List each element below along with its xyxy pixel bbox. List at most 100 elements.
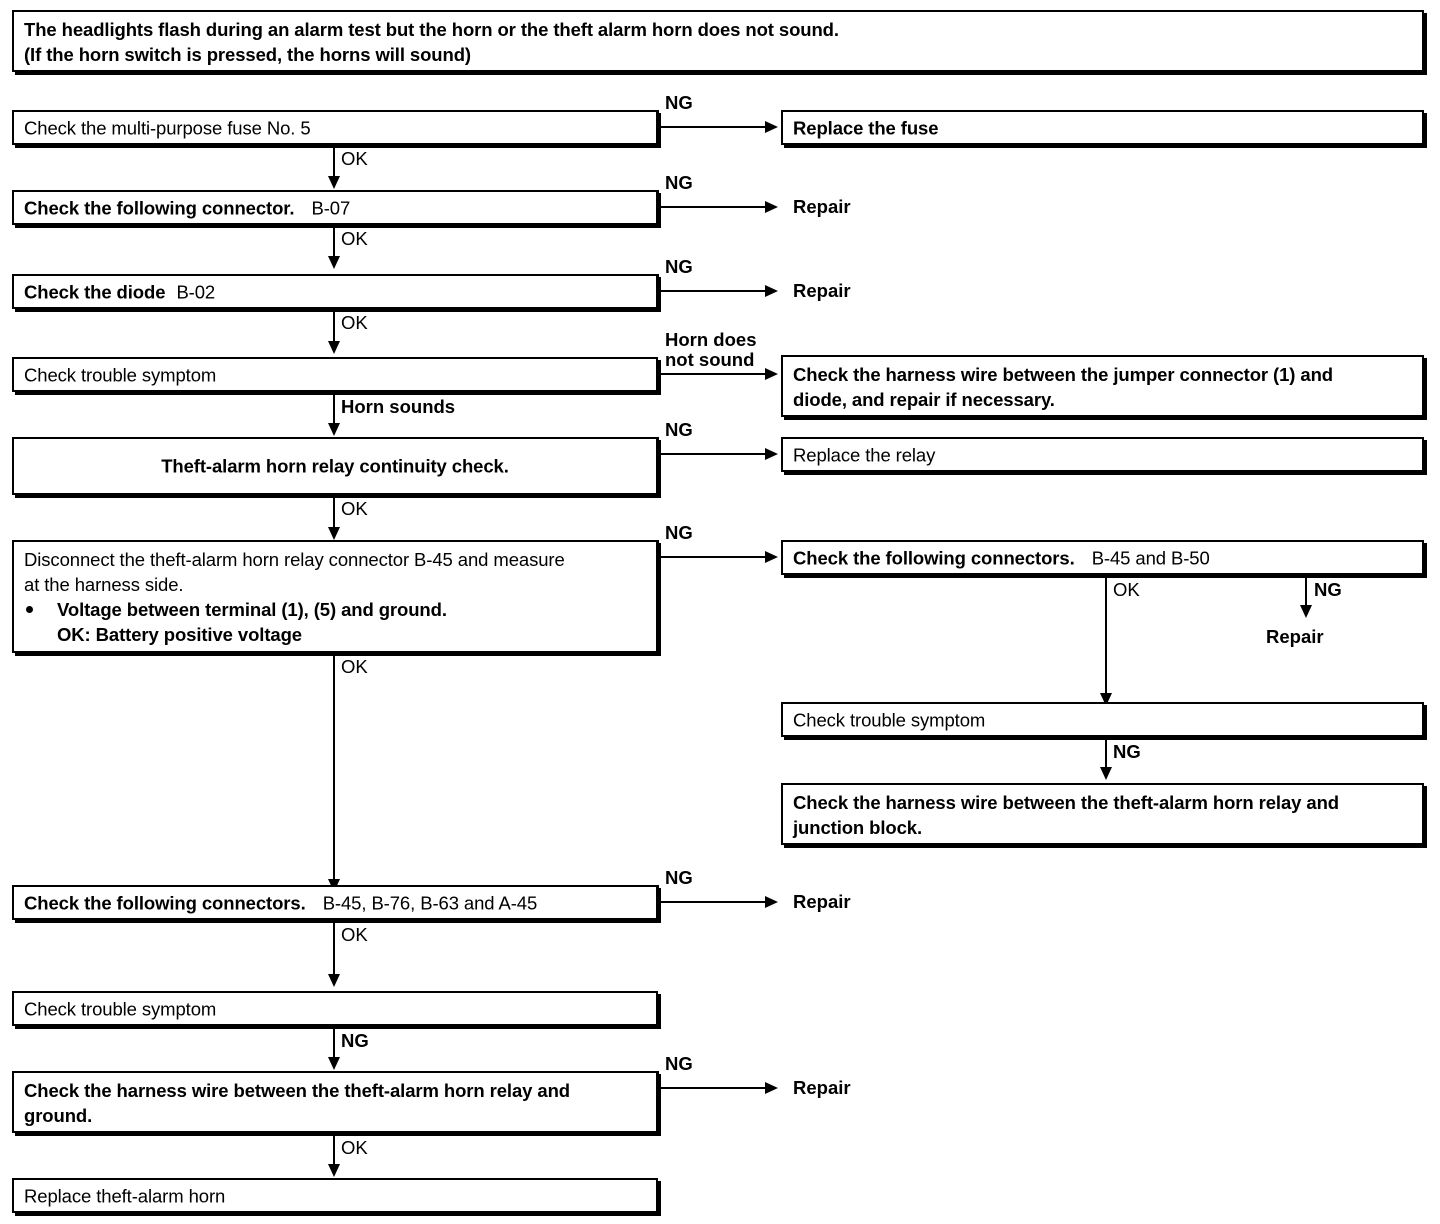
edge-diode-ok-arrow (327, 341, 340, 354)
box-check-connectors-b45-b50-label: Check the following connectors. (793, 547, 1075, 568)
edge-b07-ok-arrow (327, 256, 340, 269)
edge-symptom2-ng-arrow (1099, 767, 1112, 780)
box-check-connector-b07[interactable]: Check the following connector. B-07 (12, 190, 658, 225)
box-check-harness-jumper-l2: diode, and repair if necessary. (793, 389, 1055, 410)
box-relay-continuity-check[interactable]: Theft-alarm horn relay continuity check. (12, 437, 658, 495)
edge-symptom1-nosound-line (658, 373, 765, 375)
terminal-repair-5: Repair (793, 1077, 851, 1098)
edge-label-ng-diode: NG (665, 256, 693, 277)
box-check-trouble-symptom-3-label: Check trouble symptom (24, 998, 217, 1019)
box-check-connectors-b45-b50[interactable]: Check the following connectors. B-45 and… (781, 540, 1424, 575)
box-check-connector-b07-value: B-07 (311, 197, 351, 218)
edge-multi-ng-arrow (765, 895, 778, 908)
box-check-diode[interactable]: Check the diode B-02 (12, 274, 658, 309)
edge-multi-ng-line (657, 901, 765, 903)
box-check-fuse[interactable]: Check the multi-purpose fuse No. 5 (12, 110, 658, 145)
box-check-trouble-symptom-2-label: Check trouble symptom (793, 709, 986, 730)
edge-fuse-ok-arrow (327, 176, 340, 189)
edge-relay-ok-line (333, 495, 335, 529)
box-disconnect-ok-criteria: OK: Battery positive voltage (57, 624, 302, 645)
box-check-harness-jumper[interactable]: Check the harness wire between the jumpe… (781, 355, 1424, 417)
edge-diode-ok-line (333, 309, 335, 343)
box-replace-fuse[interactable]: Replace the fuse (781, 110, 1424, 145)
box-check-connectors-b45-b50-value: B-45 and B-50 (1091, 547, 1210, 568)
edge-fuse-ok-line (333, 145, 335, 178)
edge-multi-ng-stub (657, 885, 659, 903)
edge-label-ok-ground: OK (341, 1137, 368, 1158)
box-disconnect-bullet-item: Voltage between terminal (1), (5) and gr… (57, 599, 447, 620)
edge-label-horn-not-sound: Horn does not sound (665, 330, 756, 370)
edge-disconnect-ng-line (657, 556, 765, 558)
edge-disconnect-ng-stub (657, 540, 659, 558)
box-check-trouble-symptom-1-label: Check trouble symptom (24, 364, 217, 385)
box-check-trouble-symptom-1[interactable]: Check trouble symptom (12, 357, 658, 392)
box-disconnect-l2: at the harness side. (24, 574, 184, 595)
edge-label-ng-multi: NG (665, 867, 693, 888)
edge-b45b50-ng-arrow (1299, 605, 1312, 618)
terminal-repair-1: Repair (793, 196, 851, 217)
edge-diode-ng-stub (657, 274, 659, 292)
bullet-icon (26, 606, 33, 613)
box-check-harness-junction-block[interactable]: Check the harness wire between the theft… (781, 783, 1424, 845)
edge-label-ok-disconnect: OK (341, 656, 368, 677)
box-check-harness-jumper-l1: Check the harness wire between the jumpe… (793, 364, 1333, 385)
terminal-repair-2: Repair (793, 280, 851, 301)
edge-label-horn-not-sound-l2: not sound (665, 349, 755, 370)
box-replace-relay[interactable]: Replace the relay (781, 437, 1424, 472)
box-relay-continuity-check-label: Theft-alarm horn relay continuity check. (161, 455, 509, 477)
edge-diode-ng-arrow (765, 284, 778, 297)
edge-relay-ng-arrow (765, 447, 778, 460)
edge-symptom3-ng-arrow (327, 1057, 340, 1070)
box-check-fuse-label: Check the multi-purpose fuse No. 5 (24, 117, 311, 138)
edge-label-ng-disconnect: NG (665, 522, 693, 543)
edge-label-ok-diode: OK (341, 312, 368, 333)
box-replace-theft-alarm-horn[interactable]: Replace theft-alarm horn (12, 1178, 658, 1213)
edge-multi-ok-line (333, 920, 335, 976)
box-check-harness-ground-l1: Check the harness wire between the theft… (24, 1080, 570, 1101)
edge-symptom3-ng-line (333, 1026, 335, 1059)
edge-relay-ng-stub (657, 437, 659, 455)
box-check-connectors-multi-value: B-45, B-76, B-63 and A-45 (322, 892, 538, 913)
edge-ground-ok-arrow (327, 1164, 340, 1177)
terminal-repair-4: Repair (793, 891, 851, 912)
edge-label-ok-b07: OK (341, 228, 368, 249)
edge-label-ng-b45b50: NG (1314, 579, 1342, 600)
box-check-diode-value: B-02 (176, 281, 216, 302)
box-check-trouble-symptom-2[interactable]: Check trouble symptom (781, 702, 1424, 737)
edge-label-ng-symptom2: NG (1113, 741, 1141, 762)
symptom-line-2: (If the horn switch is pressed, the horn… (24, 44, 471, 65)
edge-label-ok-b45b50: OK (1113, 579, 1140, 600)
edge-label-ng-relay: NG (665, 419, 693, 440)
terminal-repair-3: Repair (1266, 626, 1324, 647)
edge-label-ng-b07: NG (665, 172, 693, 193)
edge-fuse-ng-line (657, 126, 765, 128)
edge-multi-ok-arrow (327, 974, 340, 987)
box-check-diode-label: Check the diode (24, 281, 166, 302)
box-disconnect-relay-measure[interactable]: Disconnect the theft-alarm horn relay co… (12, 540, 658, 653)
edge-symptom1-nosound-arrow (765, 367, 778, 380)
edge-relay-ng-line (657, 453, 765, 455)
edge-ground-ng-line (657, 1087, 765, 1089)
edge-label-horn-not-sound-l1: Horn does (665, 329, 757, 350)
box-check-trouble-symptom-3[interactable]: Check trouble symptom (12, 991, 658, 1026)
box-check-harness-ground[interactable]: Check the harness wire between the theft… (12, 1071, 658, 1133)
edge-label-ok-fuse: OK (341, 148, 368, 169)
edge-fuse-ng-stub (657, 110, 659, 128)
edge-label-ng-fuse: NG (665, 92, 693, 113)
box-check-connectors-multi-label: Check the following connectors. (24, 892, 306, 913)
box-check-connector-b07-label: Check the following connector. (24, 197, 295, 218)
box-check-harness-ground-l2: ground. (24, 1105, 93, 1126)
box-check-harness-junction-l2: junction block. (793, 817, 923, 838)
box-disconnect-l1: Disconnect the theft-alarm horn relay co… (24, 549, 565, 570)
edge-b07-ng-arrow (765, 200, 778, 213)
edge-label-ng-symptom3: NG (341, 1030, 369, 1051)
edge-label-horn-sounds: Horn sounds (341, 396, 456, 417)
edge-label-ok-relay: OK (341, 498, 368, 519)
box-check-connectors-multi[interactable]: Check the following connectors. B-45, B-… (12, 885, 658, 920)
edge-disconnect-ng-arrow (765, 550, 778, 563)
box-replace-theft-alarm-horn-label: Replace theft-alarm horn (24, 1185, 226, 1206)
edge-ground-ng-stub (657, 1071, 659, 1089)
edge-relay-ok-arrow (327, 527, 340, 540)
edge-symptom1-hornsounds-line (333, 392, 335, 425)
